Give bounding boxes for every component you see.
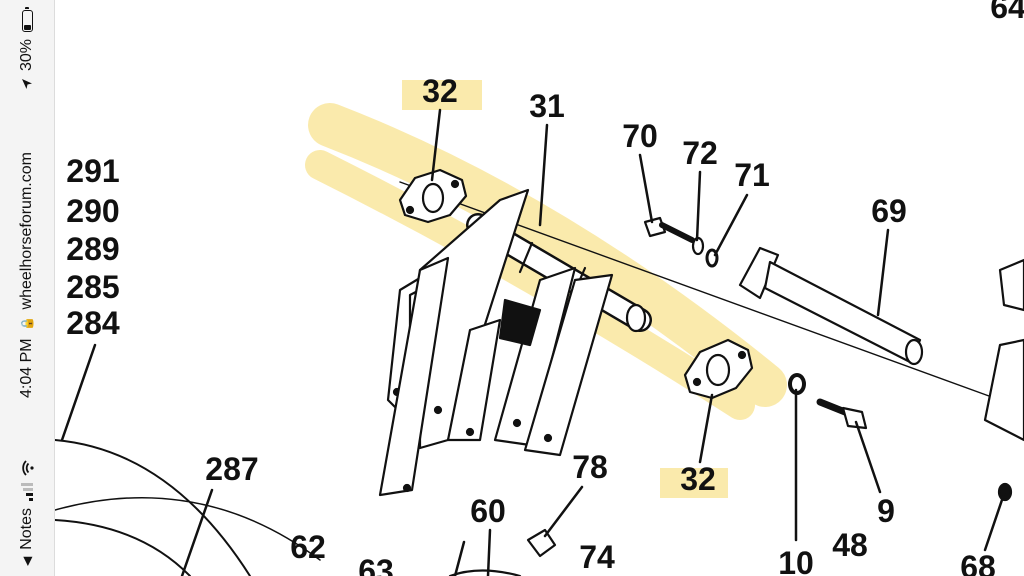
- callout-32-top: 32: [422, 73, 458, 109]
- callout-290: 290: [66, 193, 119, 229]
- lock-icon: 🔒: [20, 316, 34, 332]
- callout-284: 284: [66, 305, 120, 341]
- callout-291: 291: [66, 153, 119, 189]
- battery-icon: [21, 10, 33, 33]
- callout-60: 60: [470, 493, 506, 529]
- parts-diagram: 64 32 31 70 72 71 69 291 290 289 285 284…: [55, 0, 1024, 576]
- callout-10: 10: [778, 545, 814, 576]
- callout-31: 31: [529, 88, 565, 124]
- callout-9: 9: [877, 493, 895, 529]
- callout-62: 62: [290, 529, 326, 565]
- callout-63: 63: [358, 553, 394, 576]
- callout-64: 64: [990, 0, 1024, 25]
- callout-68: 68: [960, 549, 996, 576]
- callout-287: 287: [205, 451, 258, 487]
- callout-48: 48: [832, 527, 868, 563]
- callout-78: 78: [572, 449, 608, 485]
- callout-289: 289: [66, 231, 119, 267]
- bearing-flange-top: [398, 168, 468, 224]
- callout-70: 70: [622, 118, 658, 154]
- bearing-flange-bottom: [683, 338, 754, 400]
- callout-285: 285: [66, 269, 119, 305]
- status-bar-content: ◀ Notes 4:04 PM 🔒 wheelhorseforum.com 30…: [0, 0, 54, 576]
- back-chevron-icon[interactable]: ◀: [20, 556, 34, 566]
- callout-labels: 64 32 31 70 72 71 69 291 290 289 285 284…: [66, 0, 1024, 576]
- callout-71: 71: [734, 157, 770, 193]
- line-art: [55, 108, 1024, 576]
- callout-32-bottom: 32: [680, 461, 716, 497]
- callout-69: 69: [871, 193, 907, 229]
- status-center-group: 4:04 PM 🔒 wheelhorseforum.com: [18, 152, 36, 398]
- wifi-icon: [21, 460, 34, 476]
- battery-percent: 30%: [18, 39, 35, 72]
- battery-level-fill: [23, 24, 31, 31]
- status-right-group: 30%: [18, 10, 36, 90]
- callout-72: 72: [682, 135, 718, 171]
- back-app-label[interactable]: Notes: [18, 507, 35, 550]
- clock-time: 4:04 PM: [18, 338, 35, 398]
- location-arrow-icon: [22, 79, 32, 90]
- status-bar: ◀ Notes 4:04 PM 🔒 wheelhorseforum.com 30…: [0, 0, 55, 576]
- site-url[interactable]: wheelhorseforum.com: [18, 152, 35, 310]
- yellow-highlight: [305, 80, 787, 498]
- signal-icon: [21, 482, 33, 501]
- callout-74: 74: [579, 539, 615, 575]
- status-left-group: ◀ Notes: [18, 460, 36, 566]
